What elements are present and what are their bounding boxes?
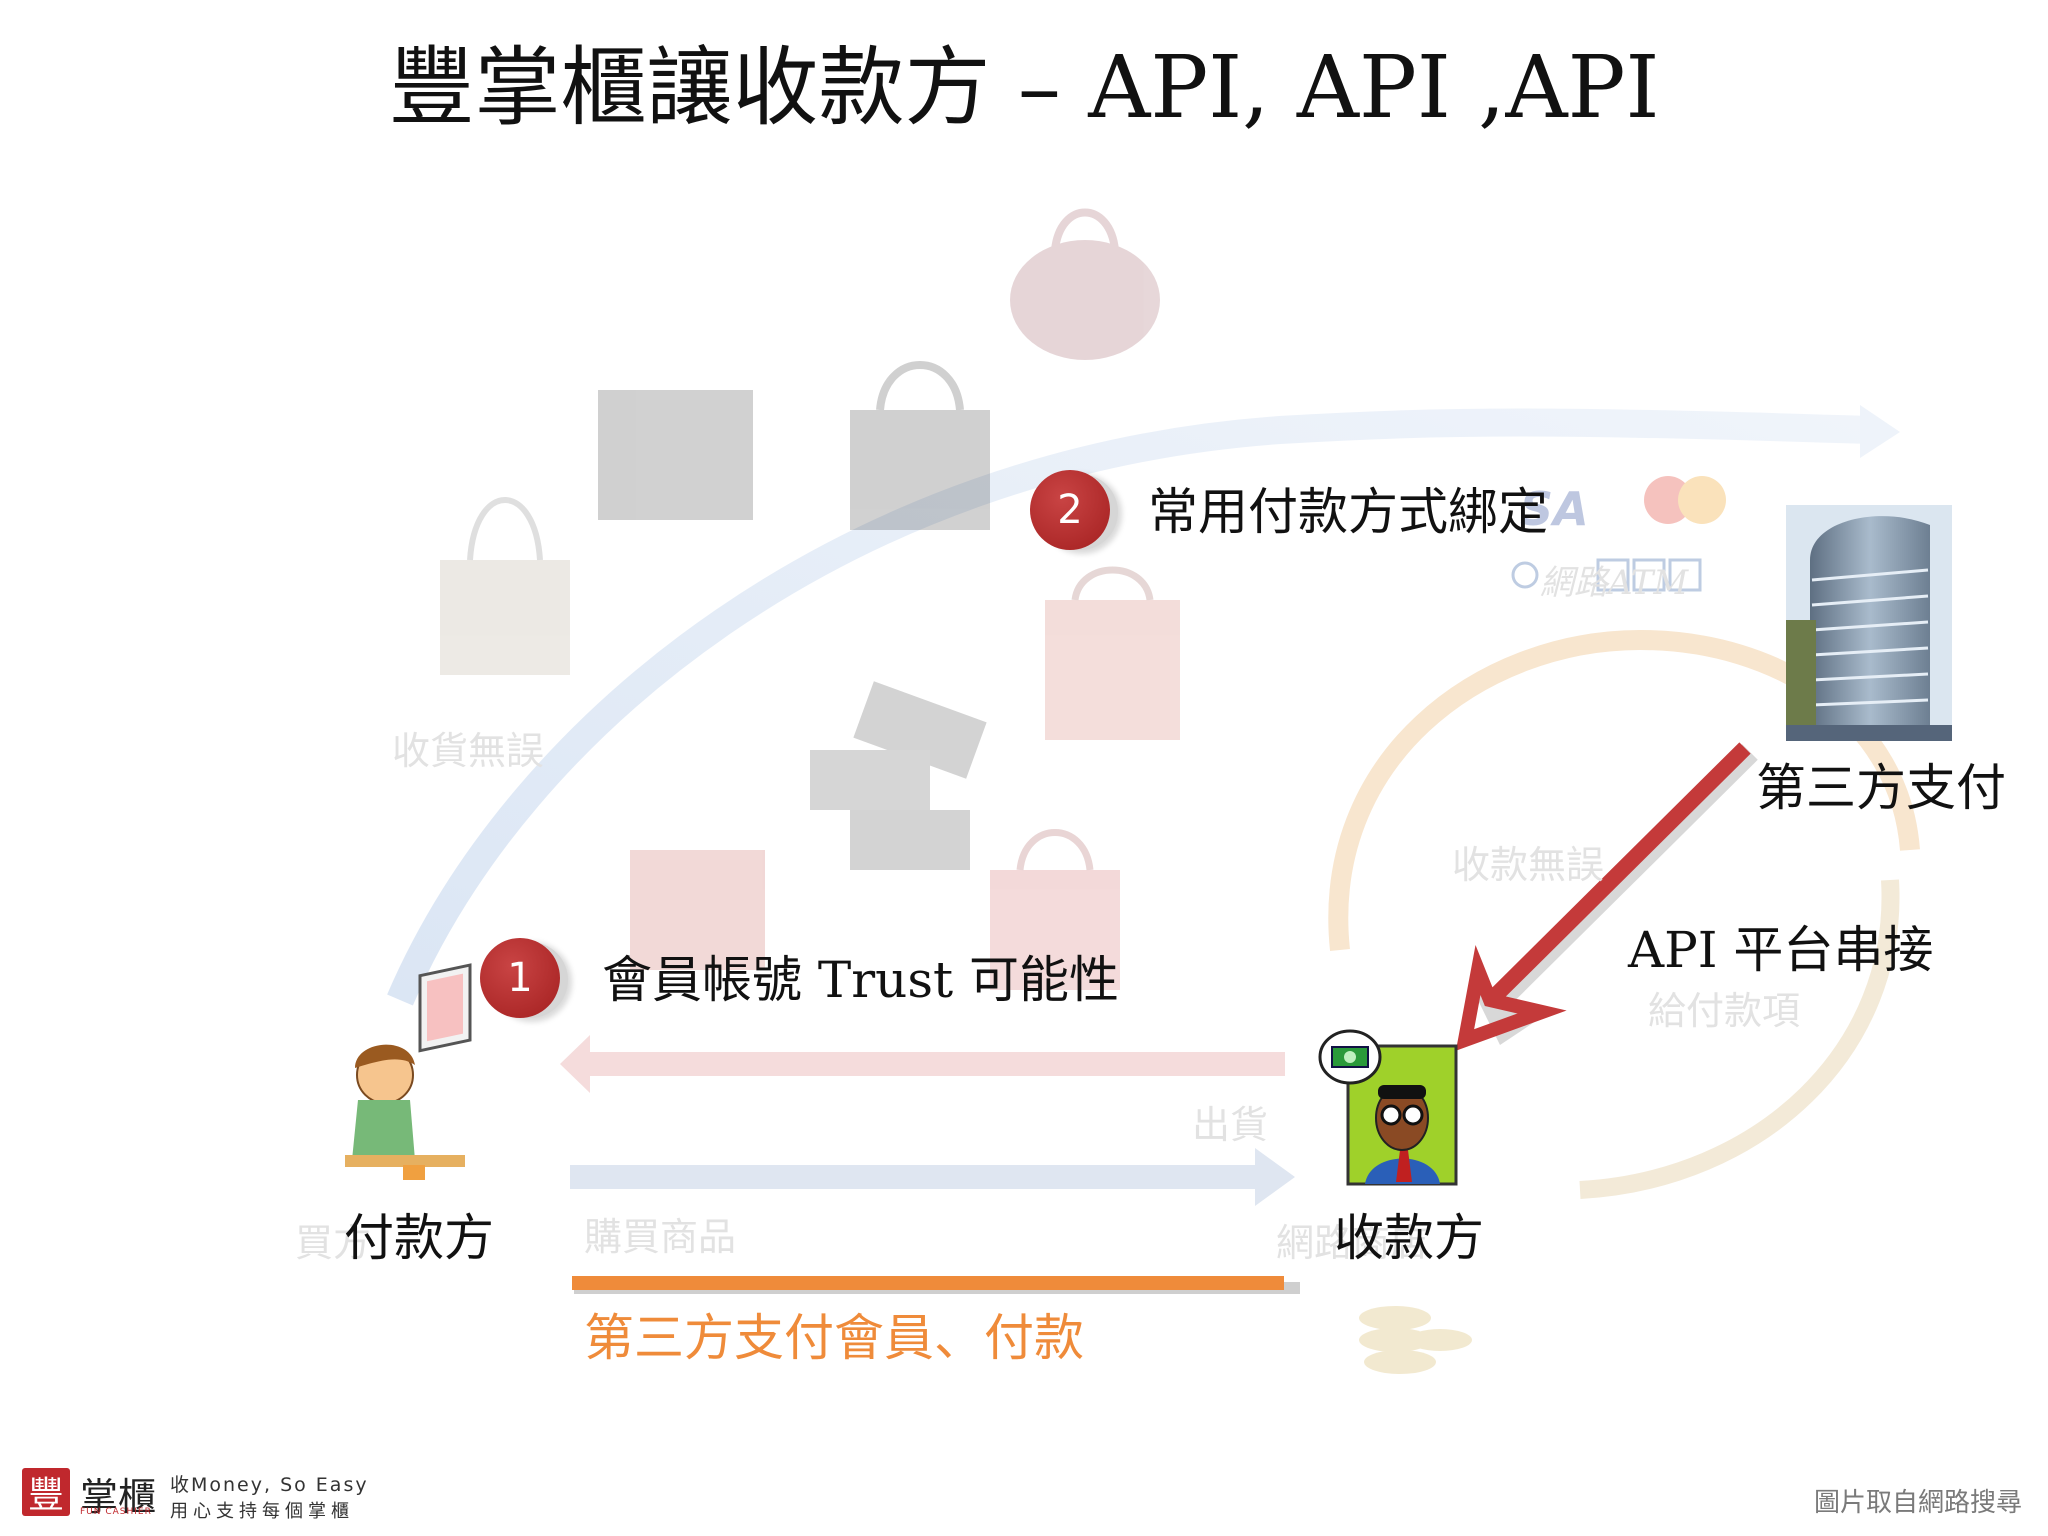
slogan-line-1: 收Money, So Easy [170, 1474, 369, 1496]
faded-arc-blue [387, 408, 1871, 1006]
faded-bags [440, 208, 1180, 990]
bag-red-1-handle [1071, 566, 1154, 601]
step-2-badge: 2 [1030, 470, 1110, 550]
bag-tote [440, 560, 570, 675]
faded-arrow-buy-head [1255, 1148, 1295, 1206]
atm-box-1 [1596, 558, 1630, 592]
faded-label-buyer: 買方 [295, 1221, 372, 1265]
payer-hair [355, 1044, 415, 1068]
payer-monitor-screen [427, 973, 463, 1042]
faded-label-receive-ok: 收貨無誤 [392, 729, 545, 773]
wallet-3 [850, 810, 970, 870]
atm-box-3 [1668, 558, 1702, 592]
payer-desk [345, 1155, 465, 1167]
faded-arrow-buy [570, 1165, 1260, 1189]
faded-arc-arrowhead [1860, 405, 1900, 458]
faded-arc-orange-2 [1579, 879, 1900, 1199]
bag-red-3-handle [1016, 829, 1094, 871]
bag-black-2-handle [876, 361, 964, 411]
logo-subtitle: FUN CASHIER [80, 1507, 152, 1517]
payee-glasses-left [1380, 1104, 1402, 1126]
bag-black-1 [598, 390, 753, 520]
slogan-line-2: 用心支持每個掌櫃 [170, 1501, 354, 1522]
faded-label-payment-methods: 網路ATM [1540, 563, 1689, 603]
payee-tie [1396, 1150, 1412, 1182]
faded-payment-logos: SA [1511, 476, 1726, 592]
coin-1 [1359, 1306, 1431, 1330]
bag-red-3 [990, 870, 1120, 990]
api-arrow-head [1455, 944, 1567, 1051]
step-1-badge: 1 [480, 938, 560, 1018]
logo-name: 掌櫃 [80, 1475, 157, 1519]
faded-label-pay-item: 給付款項 [1648, 989, 1801, 1033]
atm-box-2 [1632, 558, 1666, 592]
payee-glasses-right [1402, 1104, 1424, 1126]
faded-label-buy-goods: 購買商品 [584, 1215, 737, 1259]
orange-bar-label: 第三方支付會員、付款 [584, 1309, 1084, 1367]
atm-mouse-icon [1511, 561, 1539, 589]
building-tree [1786, 620, 1816, 740]
api-label: API 平台串接 [1628, 921, 1934, 979]
coin-2 [1359, 1328, 1431, 1352]
orange-bar [572, 1276, 1284, 1290]
api-arrow-shaft-red [1489, 742, 1751, 1002]
building-image [1786, 505, 1952, 741]
payee-money-symbol [1344, 1051, 1356, 1063]
faded-label-online-store: 網路商店 [1276, 1221, 1429, 1265]
bag-top-handle [1051, 208, 1119, 251]
payer-label: 付款方 [344, 1209, 494, 1267]
page-title: 豐掌櫃讓收款方 – API, API ,API [388, 38, 1660, 138]
coin-3 [1364, 1350, 1436, 1374]
mastercard-logo-left [1644, 476, 1692, 524]
mastercard-logo-right [1678, 476, 1726, 524]
payee-label: 收款方 [1334, 1209, 1484, 1267]
visa-logo: SA [1520, 482, 1589, 536]
building-base [1786, 725, 1952, 741]
faded-label-ship: 出貨 [1192, 1103, 1269, 1147]
step-1-label: 會員帳號 Trust 可能性 [602, 951, 1119, 1009]
coin-4 [1408, 1329, 1472, 1351]
logo-icon: 豐 [22, 1468, 70, 1516]
step-2-label: 常用付款方式綁定 [1148, 483, 1548, 541]
payer-card [403, 1165, 425, 1180]
wallet-1 [853, 681, 987, 779]
faded-label-payment-ok: 收款無誤 [1452, 843, 1605, 887]
payee-hair [1378, 1085, 1426, 1099]
third-party-payment-label: 第三方支付 [1756, 759, 2006, 817]
faded-arrow-ship [585, 1052, 1285, 1076]
faded-arrow-ship-head [560, 1035, 590, 1093]
bag-black-2 [850, 410, 990, 530]
bag-red-2 [630, 850, 765, 970]
image-source-note: 圖片取自網路搜尋 [1813, 1488, 2022, 1518]
bag-tote-handle [467, 497, 543, 561]
payer-body [352, 1100, 415, 1160]
wallet-2 [810, 750, 930, 810]
bag-red-1 [1045, 600, 1180, 740]
bag-top [1010, 240, 1160, 360]
payee-illustration [1318, 1029, 1458, 1186]
faded-coins [1359, 1306, 1472, 1374]
payer-illustration [345, 963, 472, 1180]
